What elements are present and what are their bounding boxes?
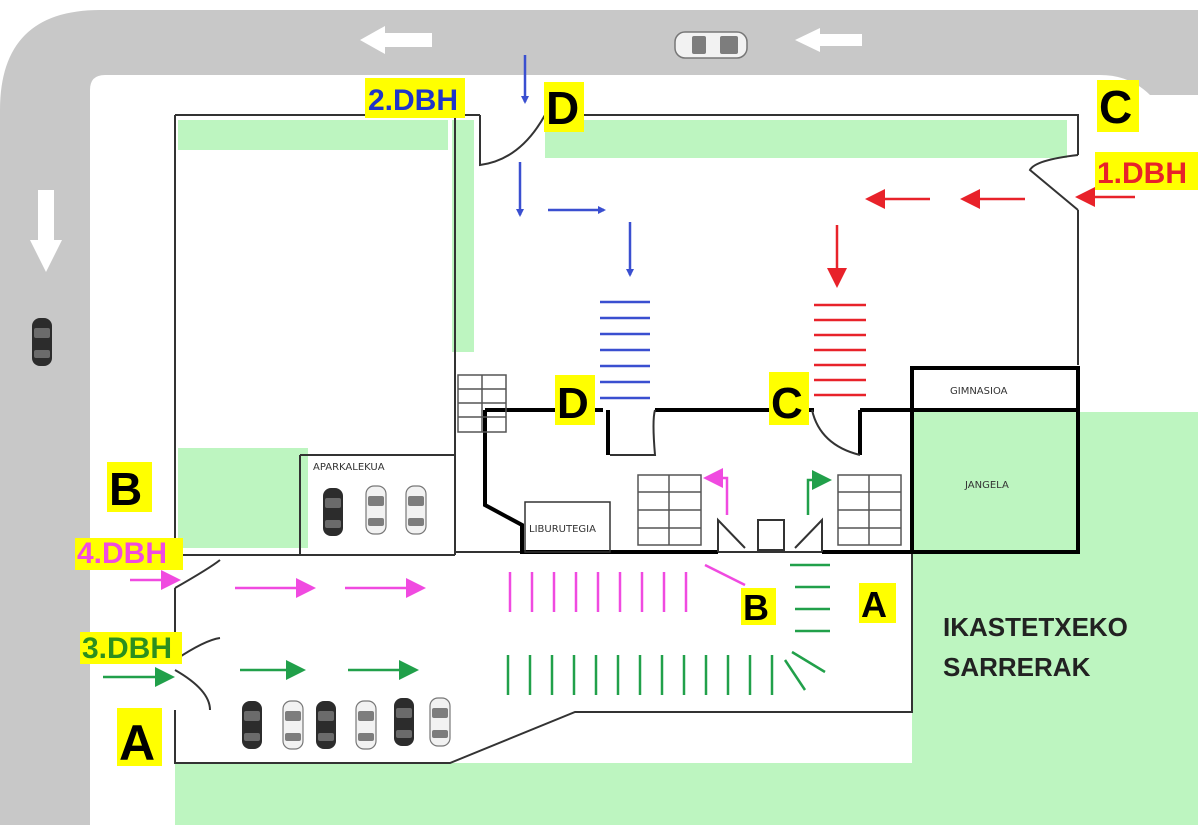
entrance-label-d-outer: D [546, 82, 579, 134]
entrance-label-a-outer: A [119, 715, 155, 771]
entrance-label-c-inner: C [771, 379, 803, 428]
highlights [75, 78, 1198, 766]
entrance-label-b-inner: B [743, 587, 769, 628]
room-label-dining: JANGELA [964, 480, 1009, 491]
grass-area [175, 120, 1198, 825]
car-icon [674, 31, 748, 59]
entrance-label-b-outer: B [109, 463, 142, 515]
group-label-4dbh: 4.DBH [77, 537, 167, 570]
room-label-parking: APARKALEKUA [313, 462, 385, 473]
route-4dbh [130, 468, 746, 612]
library-room [524, 501, 611, 553]
door-icon [174, 114, 1079, 711]
legend-line-2: SARRERAK [943, 652, 1091, 682]
legend-line-1: IKASTETXEKO [943, 612, 1128, 642]
arrow-down-icon [30, 190, 62, 272]
route-2dbh [516, 55, 650, 400]
group-label-2dbh: 2.DBH [368, 84, 458, 117]
route-1dbh [814, 187, 1135, 397]
building-outline [174, 114, 1079, 764]
entrance-label-a-inner: A [861, 584, 887, 625]
entrance-label-c-outer: C [1099, 81, 1132, 133]
arrow-left-icon [360, 26, 862, 54]
room-label-gym: GIMNASIOA [950, 386, 1008, 397]
room-label-library: LIBURUTEGIA [529, 524, 596, 535]
group-label-1dbh: 1.DBH [1097, 157, 1187, 190]
stairs-icon [457, 374, 902, 546]
group-label-3dbh: 3.DBH [82, 632, 172, 665]
route-3dbh [103, 470, 832, 695]
entrance-label-d-inner: D [557, 379, 589, 428]
car-icon [32, 318, 52, 366]
